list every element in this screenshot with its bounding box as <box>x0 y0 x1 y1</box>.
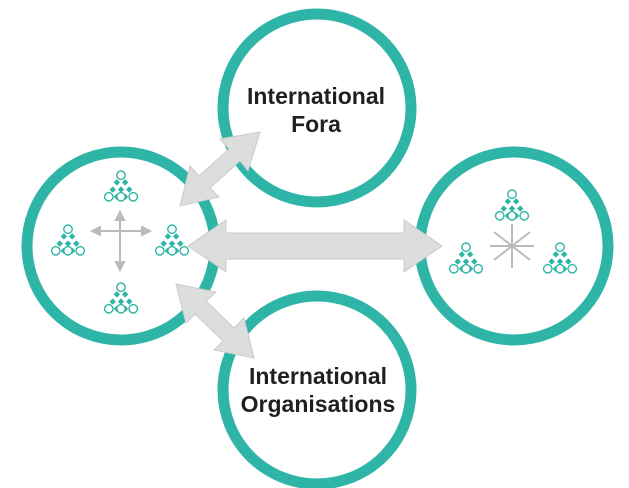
cluster-node <box>471 258 478 265</box>
cluster-hub <box>542 263 553 274</box>
network-cluster-icon <box>103 170 139 202</box>
arrow-left-to-right <box>187 219 443 273</box>
cluster-node <box>168 240 176 247</box>
cluster-node <box>164 233 172 240</box>
cluster-hub <box>167 245 177 256</box>
arrow-left-to-fora <box>179 131 261 207</box>
cluster-hub <box>116 303 126 314</box>
cluster-hub <box>154 245 165 256</box>
cluster-node <box>517 205 524 212</box>
cluster-hub <box>63 245 73 256</box>
cluster-hub <box>448 263 459 274</box>
circle-international-organisations <box>217 290 417 488</box>
label-fora-line2: Fora <box>291 111 341 137</box>
cluster-node <box>109 186 116 193</box>
cluster-node <box>172 233 180 240</box>
cluster-node <box>565 258 572 265</box>
network-cluster-icon <box>542 242 578 274</box>
cluster-hub <box>567 263 578 274</box>
cluster-node <box>552 251 560 258</box>
cluster-node <box>462 258 470 265</box>
cluster-hub <box>494 210 505 221</box>
cross-arrows-icon <box>490 224 534 268</box>
cluster-node <box>177 240 184 247</box>
cluster-hub <box>75 245 86 256</box>
cluster-node <box>113 179 121 186</box>
cluster-node <box>512 198 520 205</box>
cluster-hub <box>461 242 471 253</box>
cluster-node <box>504 198 512 205</box>
network-cluster-icon <box>494 189 530 221</box>
label-fora-line1: International <box>247 83 385 109</box>
cross-arrows-icon <box>89 209 153 273</box>
cluster-node <box>64 240 72 247</box>
cluster-hub <box>519 210 530 221</box>
label-organisations-line2: Organisations <box>241 391 396 417</box>
cluster-hub <box>50 245 61 256</box>
double-arrow-icon <box>175 131 443 359</box>
cluster-node <box>454 258 461 265</box>
cluster-node <box>121 291 129 298</box>
cluster-node <box>60 233 68 240</box>
cluster-node <box>466 251 474 258</box>
cluster-hub <box>461 263 471 274</box>
network-cluster-icon <box>448 242 484 274</box>
cluster-node <box>117 298 125 305</box>
cluster-hub <box>473 263 484 274</box>
cluster-hub <box>103 303 114 314</box>
cluster-hub <box>555 263 565 274</box>
right-network-clusters <box>448 189 578 274</box>
cluster-node <box>500 205 507 212</box>
cluster-node <box>68 233 76 240</box>
cluster-node <box>560 251 568 258</box>
network-cluster-icon <box>154 224 190 256</box>
network-cluster-icon <box>50 224 86 256</box>
cluster-hub <box>116 191 126 202</box>
cluster-hub <box>179 245 190 256</box>
label-organisations-line1: International <box>249 363 387 389</box>
cluster-hub <box>63 224 73 235</box>
left-network-clusters <box>50 170 190 314</box>
cluster-node <box>126 298 133 305</box>
cluster-hub <box>103 191 114 202</box>
cluster-node <box>548 258 555 265</box>
cluster-hub <box>555 242 565 253</box>
cluster-hub <box>128 191 139 202</box>
cluster-node <box>117 186 125 193</box>
cluster-node <box>113 291 121 298</box>
circle-international-fora <box>217 8 417 208</box>
cluster-hub <box>128 303 139 314</box>
cluster-node <box>121 179 129 186</box>
cluster-hub <box>167 224 177 235</box>
cluster-node <box>508 205 516 212</box>
cluster-hub <box>507 210 517 221</box>
cluster-node <box>126 186 133 193</box>
cluster-node <box>556 258 564 265</box>
cluster-hub <box>116 282 126 293</box>
cluster-node <box>160 240 167 247</box>
network-cluster-icon <box>103 282 139 314</box>
cluster-node <box>73 240 80 247</box>
cluster-hub <box>507 189 517 200</box>
cluster-hub <box>116 170 126 181</box>
cluster-node <box>109 298 116 305</box>
cluster-node <box>56 240 63 247</box>
arrow-left-to-organisations <box>175 283 255 359</box>
cluster-node <box>458 251 466 258</box>
